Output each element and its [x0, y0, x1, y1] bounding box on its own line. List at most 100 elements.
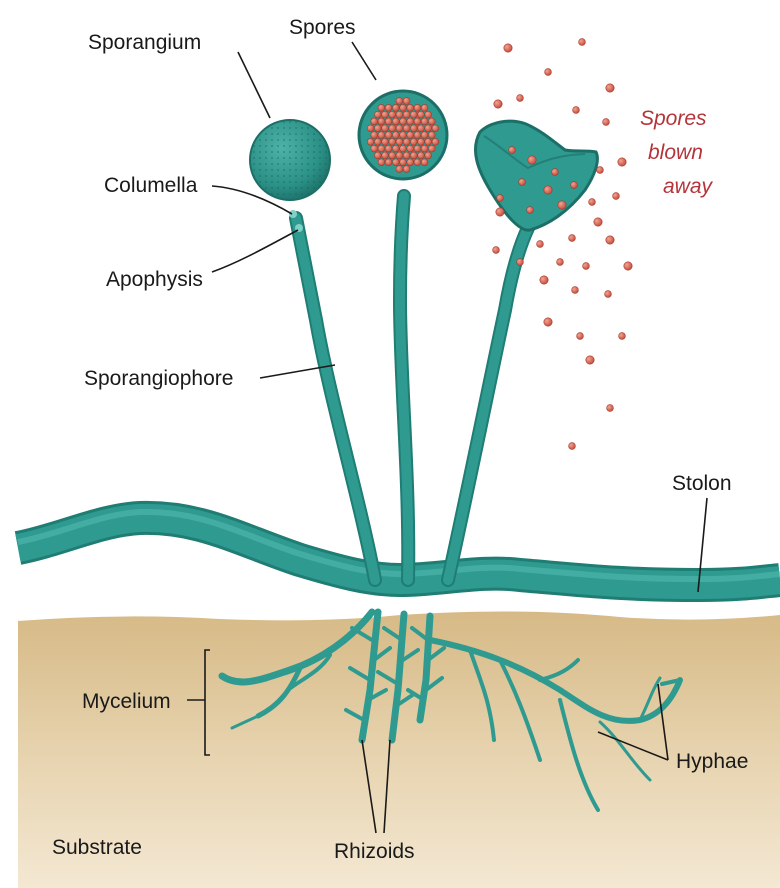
spore: [400, 104, 407, 111]
spore: [403, 111, 410, 118]
spore: [410, 125, 417, 132]
spore: [385, 132, 392, 139]
spore: [407, 132, 414, 139]
spore: [496, 208, 504, 216]
sporangium-with-spores: [359, 91, 447, 179]
spore: [428, 145, 435, 152]
spore: [407, 145, 414, 152]
label-rhizoids: Rhizoids: [334, 840, 415, 863]
spore: [378, 118, 385, 125]
spore: [603, 119, 610, 126]
spore: [367, 138, 374, 145]
spore: [400, 132, 407, 139]
label-spores-blown-2: blown: [648, 141, 703, 164]
spore: [517, 95, 524, 102]
spore: [624, 262, 632, 270]
spore: [374, 125, 381, 132]
spore: [421, 118, 428, 125]
spore: [583, 263, 590, 270]
spore: [572, 287, 579, 294]
spore: [403, 166, 410, 173]
spore: [374, 138, 381, 145]
columella-marker: [289, 210, 297, 218]
spore: [432, 138, 439, 145]
spore: [493, 247, 500, 254]
spore: [378, 159, 385, 166]
spore: [571, 182, 578, 189]
label-sporangium: Sporangium: [88, 31, 201, 54]
spore: [527, 207, 534, 214]
spores-blown: [493, 39, 633, 450]
label-stolon: Stolon: [672, 472, 732, 495]
spore: [418, 111, 425, 118]
spore: [579, 39, 586, 46]
spore: [497, 195, 504, 202]
spore: [613, 193, 620, 200]
spore: [425, 138, 432, 145]
spore: [392, 132, 399, 139]
spore: [374, 111, 381, 118]
spore: [389, 125, 396, 132]
spore: [607, 405, 614, 412]
label-hyphae: Hyphae: [676, 750, 748, 773]
spore: [509, 147, 516, 154]
label-spores-blown-3: away: [663, 175, 714, 198]
spore: [569, 443, 576, 450]
spore: [400, 145, 407, 152]
spore: [428, 132, 435, 139]
spore: [400, 159, 407, 166]
spore: [400, 118, 407, 125]
spore: [606, 236, 614, 244]
spore: [396, 138, 403, 145]
spore: [392, 118, 399, 125]
spore: [577, 333, 584, 340]
spore: [544, 318, 552, 326]
spore: [392, 159, 399, 166]
sporangium-ruptured: [475, 121, 597, 230]
spore: [418, 152, 425, 159]
spore: [407, 159, 414, 166]
label-spores-blown-1: Spores: [640, 107, 707, 130]
spore: [569, 235, 576, 242]
spore: [396, 125, 403, 132]
spore: [606, 84, 614, 92]
spore: [589, 199, 596, 206]
spore: [552, 169, 559, 176]
spore: [410, 138, 417, 145]
spore: [403, 152, 410, 159]
spores-inside: [367, 98, 439, 173]
spore: [385, 104, 392, 111]
label-apophysis: Apophysis: [106, 268, 203, 291]
spore: [367, 125, 374, 132]
spore: [389, 111, 396, 118]
spore: [385, 159, 392, 166]
spore: [407, 104, 414, 111]
spore: [396, 166, 403, 173]
spore: [403, 138, 410, 145]
spore: [414, 104, 421, 111]
spore: [619, 333, 626, 340]
spore: [418, 125, 425, 132]
spore: [428, 118, 435, 125]
spore: [544, 186, 552, 194]
spore: [378, 132, 385, 139]
spore: [421, 132, 428, 139]
label-spores: Spores: [289, 16, 356, 39]
spore: [545, 69, 552, 76]
spore: [403, 125, 410, 132]
spore: [382, 138, 389, 145]
spore: [573, 107, 580, 114]
spore: [403, 98, 410, 105]
spore: [517, 259, 524, 266]
spore: [540, 276, 548, 284]
spore: [414, 118, 421, 125]
spore: [382, 152, 389, 159]
spore: [432, 125, 439, 132]
spore: [418, 138, 425, 145]
spore: [414, 145, 421, 152]
spore: [586, 356, 594, 364]
spore: [414, 132, 421, 139]
spore: [494, 100, 502, 108]
